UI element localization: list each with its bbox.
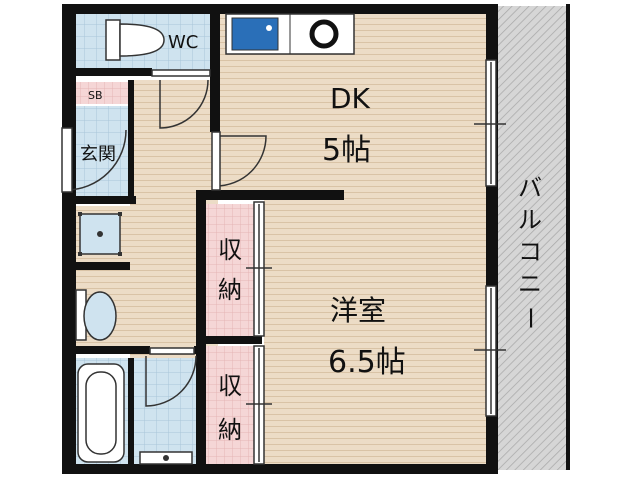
wall-bath-top2 [194, 346, 204, 354]
wall-wc-bottom [74, 68, 152, 76]
label-dk-name: DK [330, 82, 371, 115]
labels: WC SB 玄関 DK 5帖 洋室 6.5帖 収 納 収 納 バ ル コ ニ ー [80, 32, 544, 444]
wall-bath-mid [128, 358, 134, 468]
storage-top-floor [206, 204, 254, 336]
bath-door-swing [145, 355, 197, 407]
label-wc: WC [168, 32, 198, 53]
shower-icon [139, 451, 193, 465]
wall-dk-bottom [196, 190, 344, 200]
bathtub-icon [77, 363, 125, 463]
label-youshitsu-size: 6.5帖 [328, 345, 406, 380]
fixtures [75, 13, 355, 465]
wall-storage-mid [196, 336, 262, 344]
genkan-floor [74, 106, 130, 196]
washbasin-icon [75, 289, 117, 341]
label-storage-bottom-2: 納 [218, 416, 242, 444]
storage-bottom-floor [206, 346, 254, 466]
wall-storage-left [196, 190, 206, 470]
label-balcony-1: バ [518, 174, 542, 202]
wall-genkan-right [128, 80, 134, 196]
storage-doors [246, 201, 272, 465]
label-dk-size: 5帖 [322, 133, 371, 168]
wall-top [62, 4, 498, 14]
wall-dk-left [210, 74, 220, 132]
wall-bottom [62, 464, 498, 474]
windows [474, 4, 570, 470]
wall-bath-top [74, 346, 150, 354]
label-sb: SB [88, 89, 103, 102]
wc-door-panel [151, 69, 211, 77]
toilet-icon [105, 19, 165, 61]
label-balcony-4: ニ [518, 270, 542, 298]
doors [61, 69, 267, 407]
wall-washer [74, 262, 130, 270]
stove-icon [309, 19, 339, 49]
wall-left [62, 4, 76, 474]
label-youshitsu-name: 洋室 [330, 294, 386, 327]
label-storage-top-2: 納 [218, 276, 242, 304]
sb-floor [74, 82, 130, 104]
label-balcony-2: ル [518, 206, 542, 234]
label-storage-bottom-1: 収 [218, 372, 242, 400]
window-top-bar [566, 4, 570, 470]
dk-door-swing [215, 135, 267, 187]
corridor-door-swing [159, 79, 209, 129]
balcony-floor [498, 6, 568, 470]
youshitsu-floor [264, 198, 488, 466]
wall-wc-right [210, 4, 220, 74]
wall-genkan-bottom [74, 196, 136, 204]
washer-icon [78, 212, 122, 256]
label-genkan: 玄関 [80, 144, 116, 165]
label-storage-top-1: 収 [218, 236, 242, 264]
label-balcony-3: コ [518, 238, 542, 266]
label-balcony-5: ー [516, 306, 544, 330]
